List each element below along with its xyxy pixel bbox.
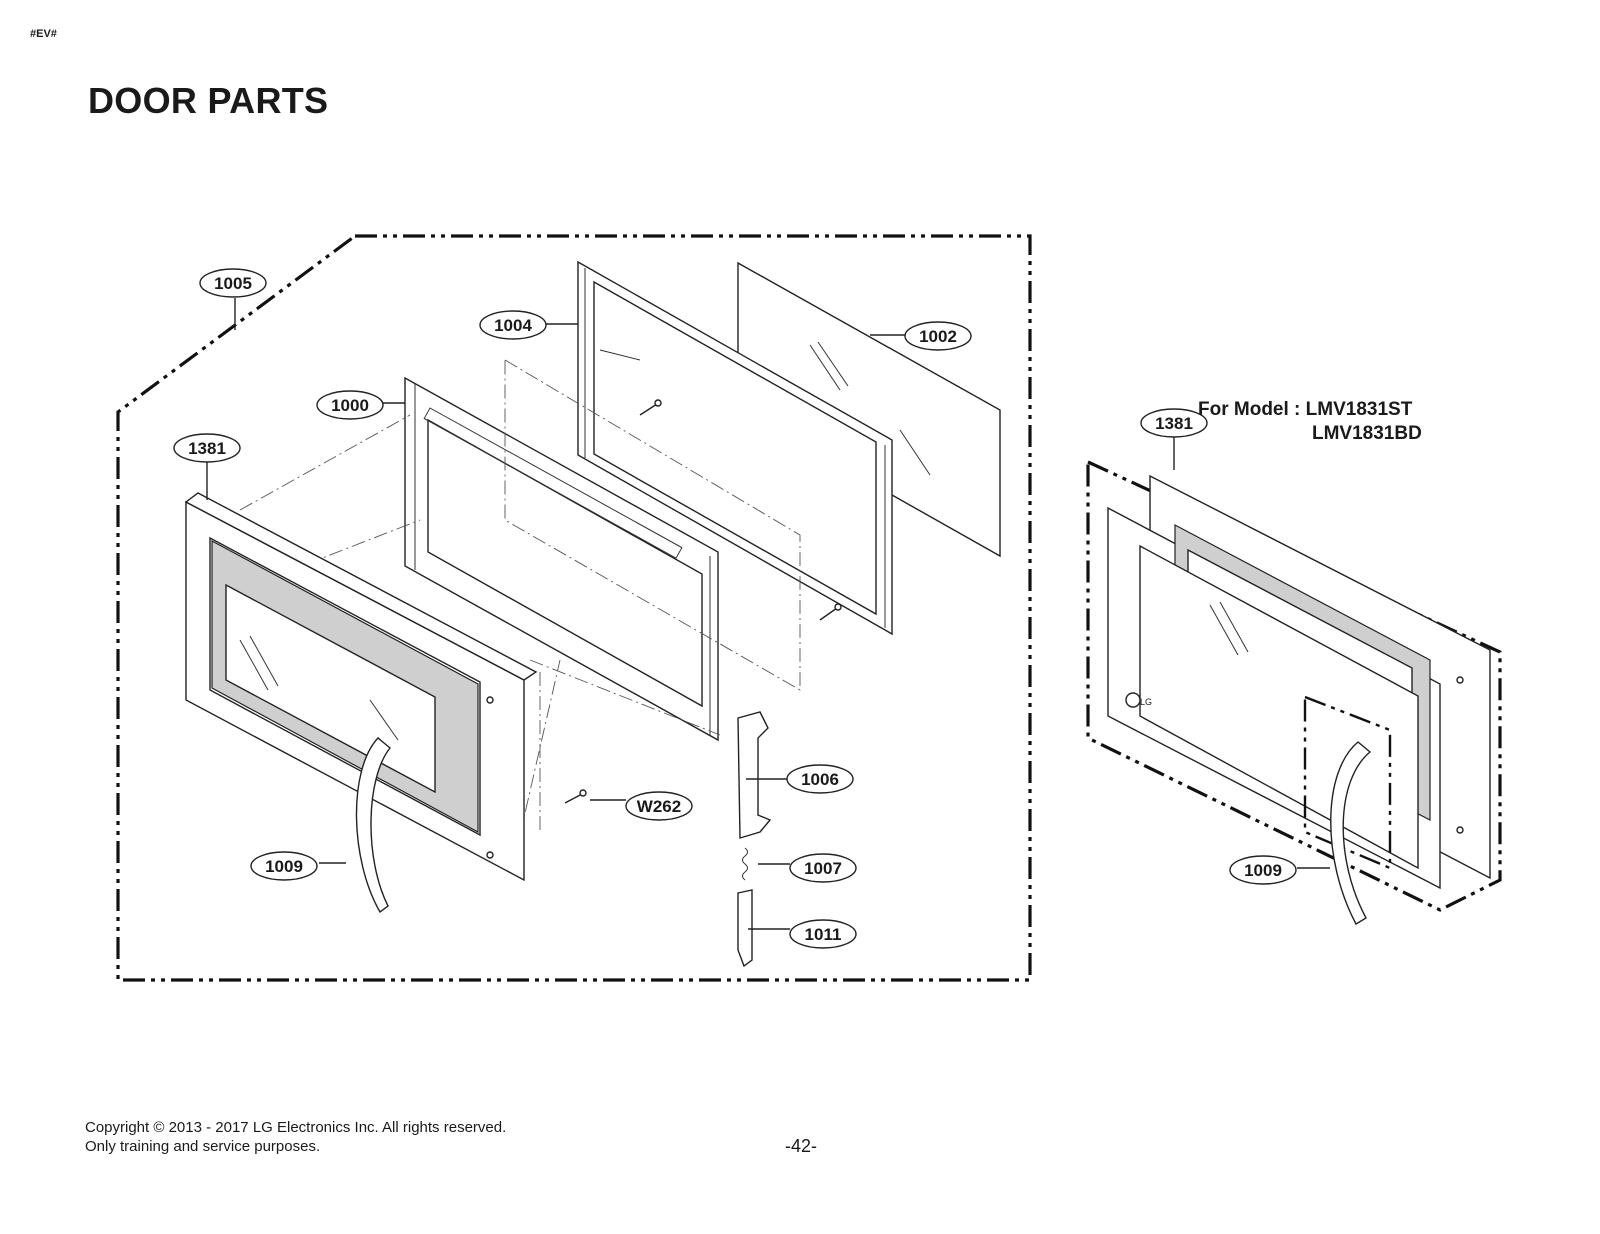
- model-note: For Model : LMV1831ST LMV1831BD: [1198, 398, 1422, 446]
- callout-1381-main: 1381: [173, 433, 241, 463]
- handle-1009: [355, 737, 391, 914]
- svg-text:1009: 1009: [1244, 861, 1282, 880]
- footer: Copyright © 2013 - 2017 LG Electronics I…: [85, 1118, 506, 1156]
- alt-outer-door-1381: [1107, 474, 1491, 890]
- model-note-line1: For Model : LMV1831ST: [1198, 399, 1413, 420]
- callout-1381-alt: 1381: [1140, 408, 1208, 438]
- choke-frame-1004: [577, 260, 893, 636]
- callout-1006: 1006: [786, 764, 854, 794]
- screw-W262: [564, 789, 587, 804]
- svg-text:1006: 1006: [801, 770, 839, 789]
- assembly-boundary: [116, 234, 1032, 982]
- svg-text:1005: 1005: [214, 274, 252, 293]
- callout-1005: 1005: [199, 268, 267, 298]
- svg-text:W262: W262: [637, 797, 681, 816]
- spring-1007: [742, 847, 748, 881]
- callout-1009-alt: 1009: [1229, 855, 1297, 885]
- alt-handle-1009: [1330, 741, 1372, 925]
- callout-1000: 1000: [316, 390, 384, 420]
- lg-logo: LG: [1140, 697, 1152, 707]
- callout-1004: 1004: [479, 310, 547, 340]
- svg-text:1381: 1381: [1155, 414, 1193, 433]
- svg-text:1009: 1009: [265, 857, 303, 876]
- document-tag: #EV#: [30, 28, 57, 40]
- lever-1011: [737, 889, 753, 968]
- svg-text:1011: 1011: [805, 925, 842, 944]
- svg-text:1007: 1007: [804, 859, 842, 878]
- callout-1009-main: 1009: [250, 851, 318, 881]
- svg-text:1000: 1000: [331, 396, 369, 415]
- page-number: -42-: [785, 1136, 818, 1156]
- outer-door-1381: [184, 492, 538, 882]
- copyright-text: Copyright © 2013 - 2017 LG Electronics I…: [85, 1119, 507, 1136]
- screw-right: [819, 603, 842, 621]
- callout-1011: 1011: [789, 919, 857, 949]
- latch-1006: [737, 711, 772, 839]
- callout-1007: 1007: [789, 853, 857, 883]
- svg-text:1002: 1002: [919, 327, 957, 346]
- page-title: DOOR PARTS: [88, 80, 329, 121]
- callout-W262: W262: [625, 791, 693, 821]
- door-inner-1000: [404, 376, 719, 742]
- model-note-line2: LMV1831BD: [1312, 423, 1422, 444]
- svg-text:1381: 1381: [188, 439, 226, 458]
- purpose-text: Only training and service purposes.: [85, 1138, 321, 1155]
- callout-1002: 1002: [904, 321, 972, 351]
- svg-text:1004: 1004: [494, 316, 532, 335]
- screw-top: [639, 399, 662, 416]
